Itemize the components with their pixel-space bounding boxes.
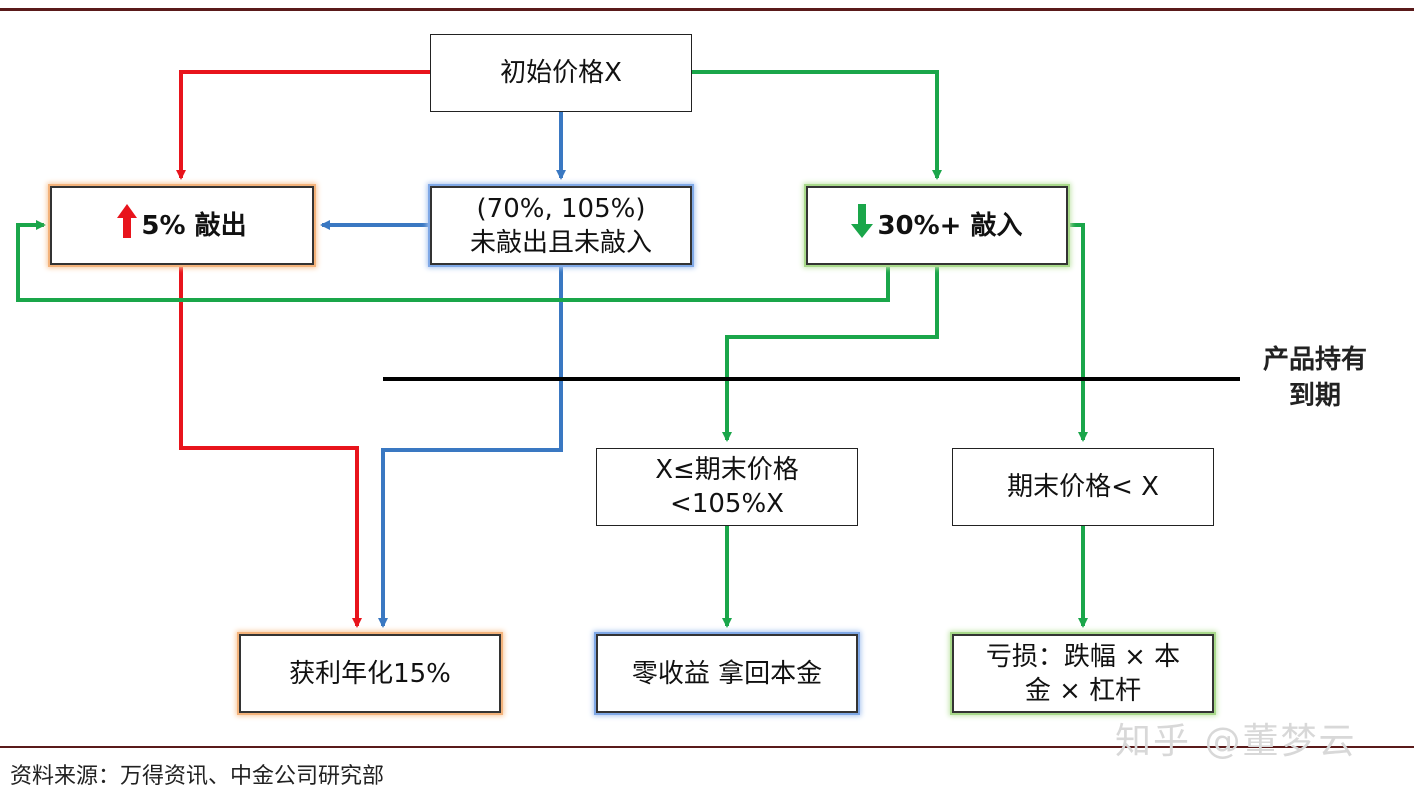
node-knockin-label: 30%+ 敲入 <box>877 210 1023 241</box>
bottom-rule <box>0 746 1414 748</box>
node-neither-line2: 未敲出且未敲入 <box>469 227 652 258</box>
node-loss-line1: 亏损：跌幅 × 本 <box>985 641 1181 672</box>
node-loss-line2: 金 × 杠杆 <box>1024 675 1142 706</box>
node-zero-label: 零收益 拿回本金 <box>631 658 823 689</box>
node-mid-line1: X≤期末价格 <box>655 455 799 485</box>
node-knockout: 5% 敲出 <box>50 186 314 265</box>
node-start-label: 初始价格X <box>500 58 622 88</box>
maturity-label-line2: 到期 <box>1288 381 1341 411</box>
edge-knockin-to-knockout <box>16 220 890 302</box>
node-knockout-label: 5% 敲出 <box>141 210 247 241</box>
watermark: 知乎 @董梦云 <box>1115 721 1357 762</box>
node-start: 初始价格X <box>430 34 692 112</box>
node-mid-line2: <105%X <box>670 489 784 519</box>
maturity-label-line1: 产品持有 <box>1262 345 1367 375</box>
top-rule <box>0 8 1414 11</box>
node-knockin: 30%+ 敲入 <box>806 186 1068 265</box>
node-neither-line1: (70%, 105%) <box>476 193 646 224</box>
edge-knockout-to-profit <box>179 265 362 628</box>
source-note: 资料来源：万得资讯、中金公司研究部 <box>10 764 385 789</box>
node-below: 期末价格< X <box>952 448 1214 526</box>
node-neither: (70%, 105%) 未敲出且未敲入 <box>430 186 692 265</box>
node-zero: 零收益 拿回本金 <box>596 634 858 713</box>
node-below-label: 期末价格< X <box>1007 472 1159 502</box>
node-profit-label: 获利年化15% <box>289 658 451 689</box>
maturity-label: 产品持有 到期 <box>1250 342 1380 414</box>
edge-knockin-to-mid <box>722 265 939 442</box>
edge-neither-to-profit <box>378 265 563 628</box>
edge-start-to-knockin <box>692 70 942 180</box>
node-mid: X≤期末价格 <105%X <box>596 448 858 526</box>
down-arrow-icon <box>851 204 874 247</box>
node-loss: 亏损：跌幅 × 本 金 × 杠杆 <box>952 634 1214 713</box>
edge-start-to-knockout <box>176 70 430 180</box>
up-arrow-icon <box>117 204 138 247</box>
node-profit: 获利年化15% <box>239 634 501 713</box>
edge-knockin-to-below <box>1068 223 1088 442</box>
